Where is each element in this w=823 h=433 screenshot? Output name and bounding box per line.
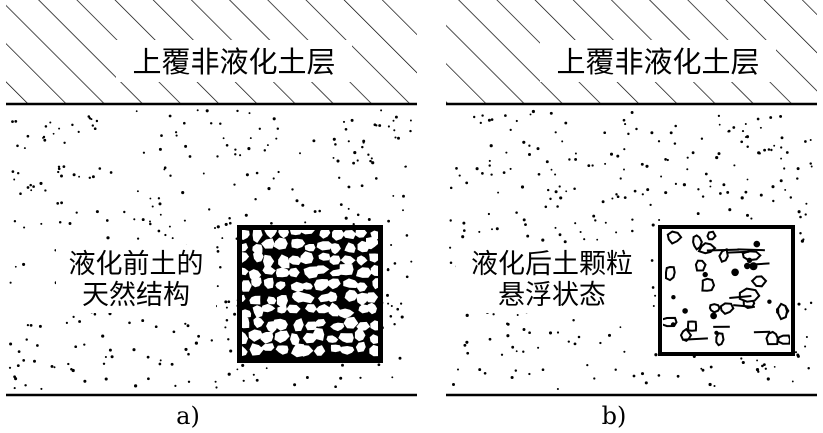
state-label-line1-a: 液化前土的 — [69, 249, 204, 280]
state-label-line2-b: 悬浮状态 — [498, 280, 606, 311]
soil-structure-inset-b — [660, 227, 793, 354]
soil-structure-inset-a — [234, 225, 384, 361]
panel-b: 上覆非液化土层 液化后土颗粒 悬浮状态 b) — [446, 0, 817, 430]
top-layer-label-a: 上覆非液化土层 — [132, 45, 335, 79]
caption-b: b) — [602, 402, 627, 430]
caption-a: a) — [176, 402, 200, 430]
panel-a: 上覆非液化土层 液化前土的 天然结构 a) — [6, 0, 417, 430]
state-label-line2-a: 天然结构 — [82, 280, 190, 311]
state-label-line1-b: 液化后土颗粒 — [471, 249, 633, 280]
top-layer-label-b: 上覆非液化土层 — [556, 45, 759, 79]
